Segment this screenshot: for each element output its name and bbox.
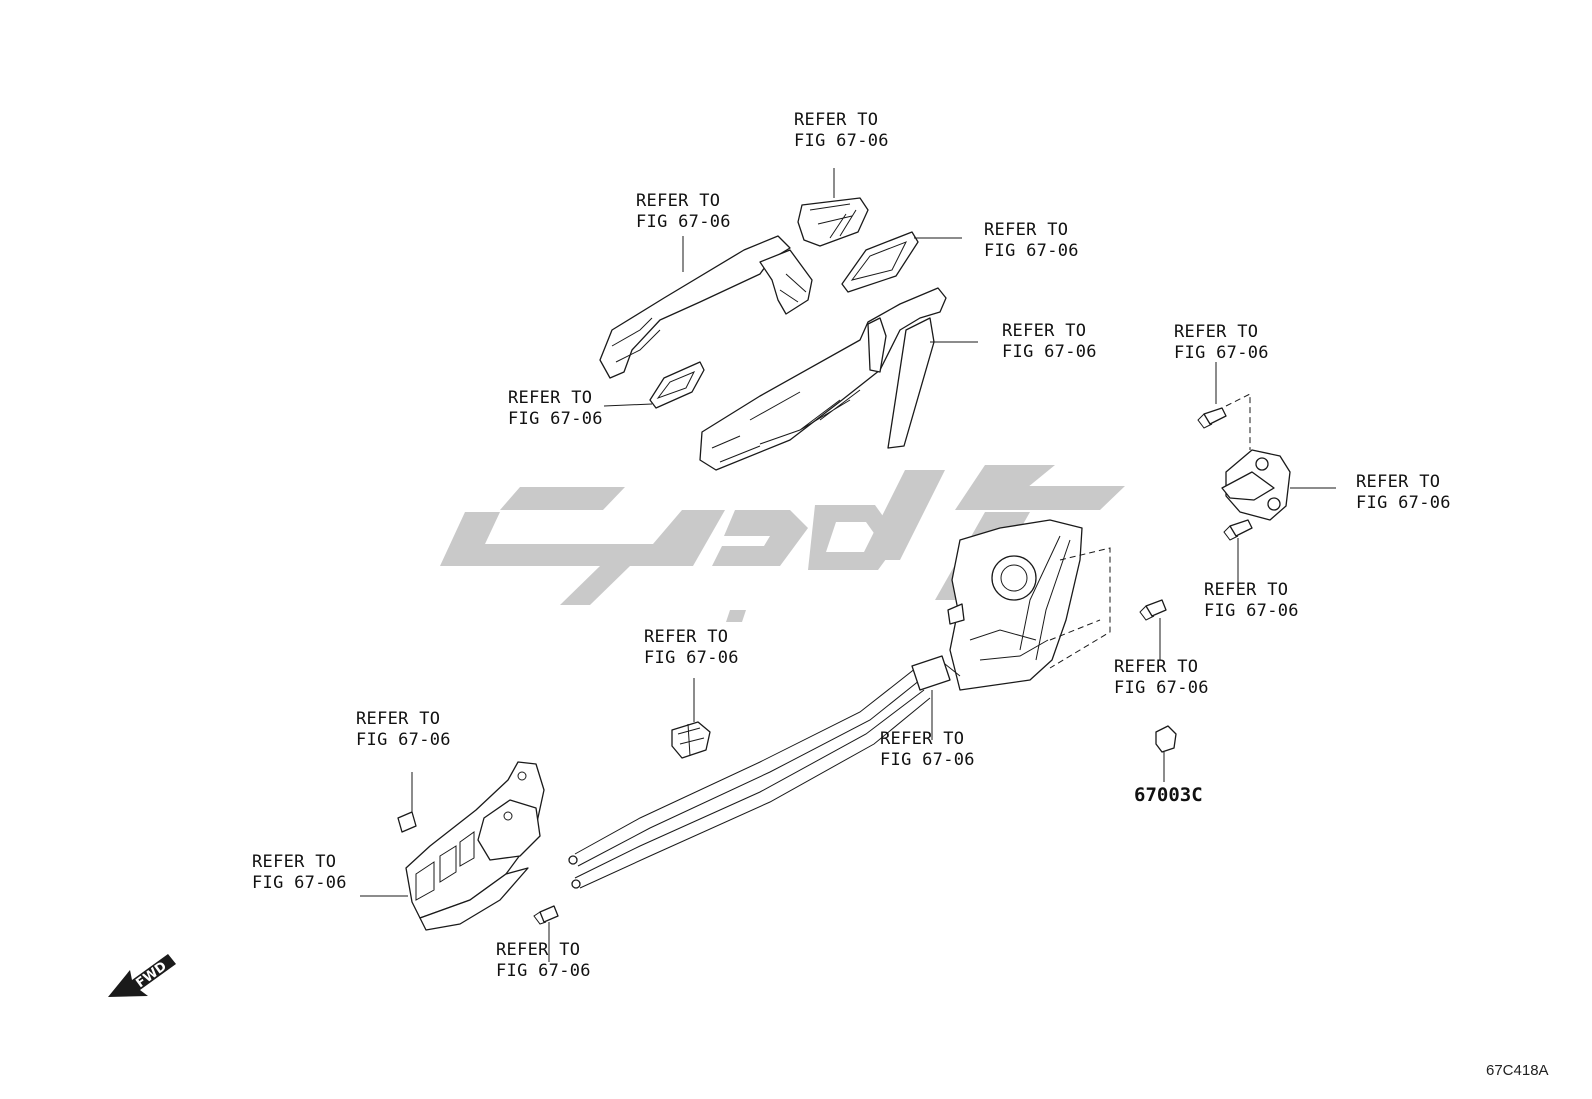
callout-striker-screw-upper: REFER TO FIG 67-06 — [1174, 322, 1269, 363]
handle-frame-part — [699, 287, 978, 471]
callout-outside-handle-line1: REFER TO — [636, 191, 720, 211]
lock-cap-part — [1155, 725, 1177, 782]
handle-gasket-part — [841, 231, 962, 293]
callout-cable-clip: REFER TO FIG 67-06 — [644, 627, 739, 668]
outside-handle-part — [599, 235, 813, 379]
callout-inside-handle: REFER TO FIG 67-06 — [252, 852, 347, 893]
lock-cables — [568, 655, 961, 889]
callout-cables-line2: FIG 67-06 — [880, 750, 975, 770]
cable-clip-part — [671, 678, 711, 759]
callout-cables-line1: REFER TO — [880, 729, 964, 749]
callout-striker-screw-upper-line2: FIG 67-06 — [1174, 343, 1269, 363]
callout-striker-screw-lower-line2: FIG 67-06 — [1204, 601, 1299, 621]
callout-inside-screw-line1: REFER TO — [496, 940, 580, 960]
callout-inside-clip: REFER TO FIG 67-06 — [356, 709, 451, 750]
callout-striker-line1: REFER TO — [1356, 472, 1440, 492]
callout-striker: REFER TO FIG 67-06 — [1356, 472, 1451, 513]
callout-inside-clip-line2: FIG 67-06 — [356, 730, 451, 750]
callout-inside-handle-line2: FIG 67-06 — [252, 873, 347, 893]
callout-striker-screw-lower-line1: REFER TO — [1204, 580, 1288, 600]
inside-handle-part — [360, 761, 545, 931]
callout-frame-line2: FIG 67-06 — [1002, 342, 1097, 362]
lock-screw — [1139, 599, 1167, 660]
callout-gasket-line2: FIG 67-06 — [984, 241, 1079, 261]
striker-upper-screw — [1197, 362, 1251, 450]
callout-gasket-line1: REFER TO — [984, 220, 1068, 240]
callout-cap-line1: REFER TO — [794, 110, 878, 130]
callout-inside-screw-line2: FIG 67-06 — [496, 961, 591, 981]
callout-inside-handle-line1: REFER TO — [252, 852, 336, 872]
callout-inside-clip-line1: REFER TO — [356, 709, 440, 729]
callout-cap-line2: FIG 67-06 — [794, 131, 889, 151]
inside-handle-clip — [397, 772, 417, 833]
callout-frame-line1: REFER TO — [1002, 321, 1086, 341]
handle-cap-part — [797, 168, 869, 247]
callout-lock-screw-line1: REFER TO — [1114, 657, 1198, 677]
callout-outside-handle: REFER TO FIG 67-06 — [636, 191, 731, 232]
callout-striker-line2: FIG 67-06 — [1356, 493, 1451, 513]
callout-inside-screw: REFER TO FIG 67-06 — [496, 940, 591, 981]
callout-cable-clip-line2: FIG 67-06 — [644, 648, 739, 668]
door-lock-assembly — [947, 519, 1111, 691]
callout-lock-screw: REFER TO FIG 67-06 — [1114, 657, 1209, 698]
fwd-arrow: FWD — [108, 954, 176, 997]
inside-handle-screw — [533, 905, 559, 962]
part-number-label: 67003C — [1134, 784, 1203, 806]
callout-gasket: REFER TO FIG 67-06 — [984, 220, 1079, 261]
callout-rear-gasket-line2: FIG 67-06 — [508, 409, 603, 429]
figure-code: 67C418A — [1486, 1062, 1549, 1079]
striker-part — [1221, 449, 1336, 521]
callout-cable-clip-line1: REFER TO — [644, 627, 728, 647]
callout-striker-screw-lower: REFER TO FIG 67-06 — [1204, 580, 1299, 621]
callout-frame: REFER TO FIG 67-06 — [1002, 321, 1097, 362]
callout-striker-screw-upper-line1: REFER TO — [1174, 322, 1258, 342]
callout-lock-screw-line2: FIG 67-06 — [1114, 678, 1209, 698]
callout-cap: REFER TO FIG 67-06 — [794, 110, 889, 151]
callout-outside-handle-line2: FIG 67-06 — [636, 212, 731, 232]
callout-cables: REFER TO FIG 67-06 — [880, 729, 975, 770]
callout-rear-gasket: REFER TO FIG 67-06 — [508, 388, 603, 429]
callout-rear-gasket-line1: REFER TO — [508, 388, 592, 408]
handle-rear-gasket-part — [603, 361, 705, 409]
striker-lower-screw — [1223, 519, 1253, 586]
